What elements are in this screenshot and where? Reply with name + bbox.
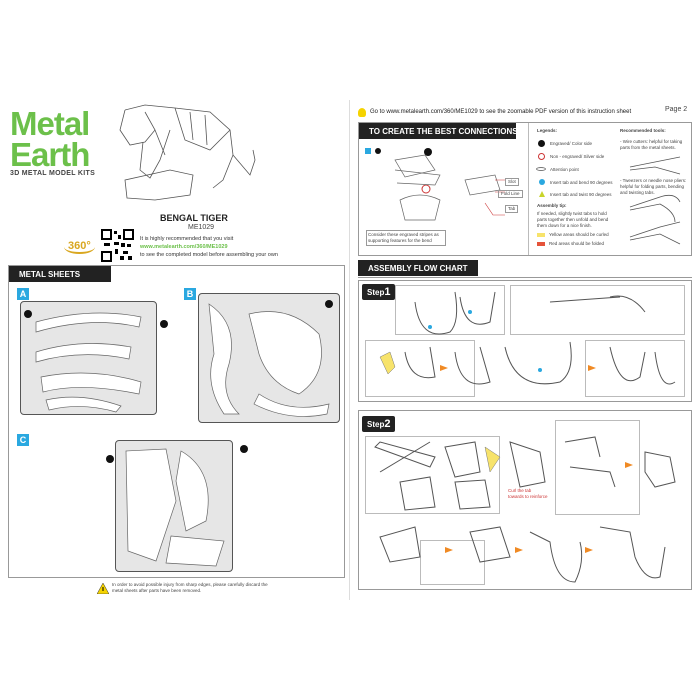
tools-title: Recommended tools: [620, 128, 666, 133]
model-name: BENGAL TIGER [160, 213, 228, 223]
model-code: ME1029 [188, 224, 215, 231]
step-1c-box [365, 340, 475, 397]
tools-illustration [629, 156, 681, 245]
callout-slot: Slot [505, 178, 519, 186]
tool-pliers: - Tweezers or needle nose pliers: helpfu… [620, 178, 687, 195]
legend-title: Legends: [537, 128, 558, 133]
legend-item: Non - engraved/ Silver side [550, 154, 605, 159]
lightbulb-icon [358, 108, 366, 117]
step-1b-box [510, 285, 685, 335]
metal-sheet-b [198, 293, 340, 423]
step-1-panel [358, 280, 692, 402]
connection-note: Consider these engraved stripes as suppo… [366, 230, 446, 246]
silver-side-icon [538, 153, 545, 160]
step-1d-box [585, 340, 685, 397]
tool-cutters: - Wire cutters: helpful for taking parts… [620, 139, 683, 150]
callout-fold-line: Fold Line [498, 190, 523, 198]
part-marker [325, 300, 333, 308]
visit-text-2: to see the completed model before assemb… [140, 252, 278, 258]
part-marker [240, 445, 248, 453]
step-1a-box [395, 285, 505, 335]
flow-header: ASSEMBLY FLOW CHART [358, 260, 478, 276]
360-badge: 360° [64, 240, 95, 254]
sheet-a-label: A [17, 288, 29, 300]
sheet-c-label: C [17, 434, 29, 446]
step-1-illustrations [379, 291, 676, 385]
tip-text: Go to www.metalearth.com/360/ME1029 to s… [370, 109, 632, 115]
attention-point-icon [536, 167, 546, 171]
step-2-illustrations [374, 436, 676, 583]
part-marker [106, 455, 114, 463]
page-label: Page 2 [665, 106, 688, 113]
metal-sheet-c [115, 440, 233, 572]
connections-divider [528, 123, 529, 255]
qr-code[interactable] [101, 229, 134, 262]
warning-icon [97, 583, 109, 594]
yellow-swatch [537, 233, 545, 237]
step-2c-box [420, 540, 485, 585]
step-number: 1 [384, 286, 391, 298]
step-1-badge: Step1 [362, 284, 396, 300]
legend-item: Engraved/ Color side [550, 141, 593, 146]
legend-item: Insert tab and bend 90 degrees [550, 180, 613, 185]
visit-text: It is highly recommended that you visit [140, 236, 234, 242]
step-2-badge: Step2 [362, 416, 396, 432]
step-label: Step [367, 288, 385, 297]
warning-text: In order to avoid possible injury from s… [112, 582, 268, 593]
step-2-note: Curl the tab towards to reinforce [508, 488, 548, 499]
part-marker [160, 320, 168, 328]
step-number: 2 [384, 418, 391, 430]
page-divider [349, 100, 350, 600]
metal-sheets-header: METAL SHEETS [9, 266, 111, 282]
connections-panel: TO CREATE THE BEST CONNECTIONS [358, 122, 692, 256]
step-2b-box [555, 420, 640, 515]
legend-item: Insert tab and twist 90 degrees [550, 192, 612, 197]
sheet-b-label: B [184, 288, 196, 300]
step-2a-box [365, 436, 500, 514]
connection-diagram [365, 148, 505, 221]
legend-item: Attention point [550, 167, 579, 172]
step-label: Step [367, 420, 385, 429]
tab-twist-icon [539, 191, 545, 197]
connections-header: TO CREATE THE BEST CONNECTIONS [359, 123, 518, 139]
brand-tagline: 3D METAL MODEL KITS [10, 170, 96, 177]
tab-bend-icon [539, 179, 545, 185]
engraved-side-icon [538, 140, 545, 147]
tip-text: If needed, slightly twist tabs to hold p… [537, 211, 609, 228]
red-note: Red areas should be folded [549, 241, 605, 246]
tip-title: Assembly tip: [537, 203, 567, 208]
yellow-note: Yellow areas should be curled [549, 232, 609, 237]
red-swatch [537, 242, 545, 246]
flow-header-bar: ASSEMBLY FLOW CHART [358, 260, 692, 278]
part-marker [24, 310, 32, 318]
tiger-illustration [119, 104, 256, 201]
callout-tab: Tab [505, 205, 519, 213]
logo-line1: Metal [10, 105, 90, 142]
metal-sheet-a [20, 301, 157, 415]
visit-url[interactable]: www.metalearth.com/360/ME1029 [140, 244, 228, 250]
logo-line2: Earth [10, 136, 90, 173]
